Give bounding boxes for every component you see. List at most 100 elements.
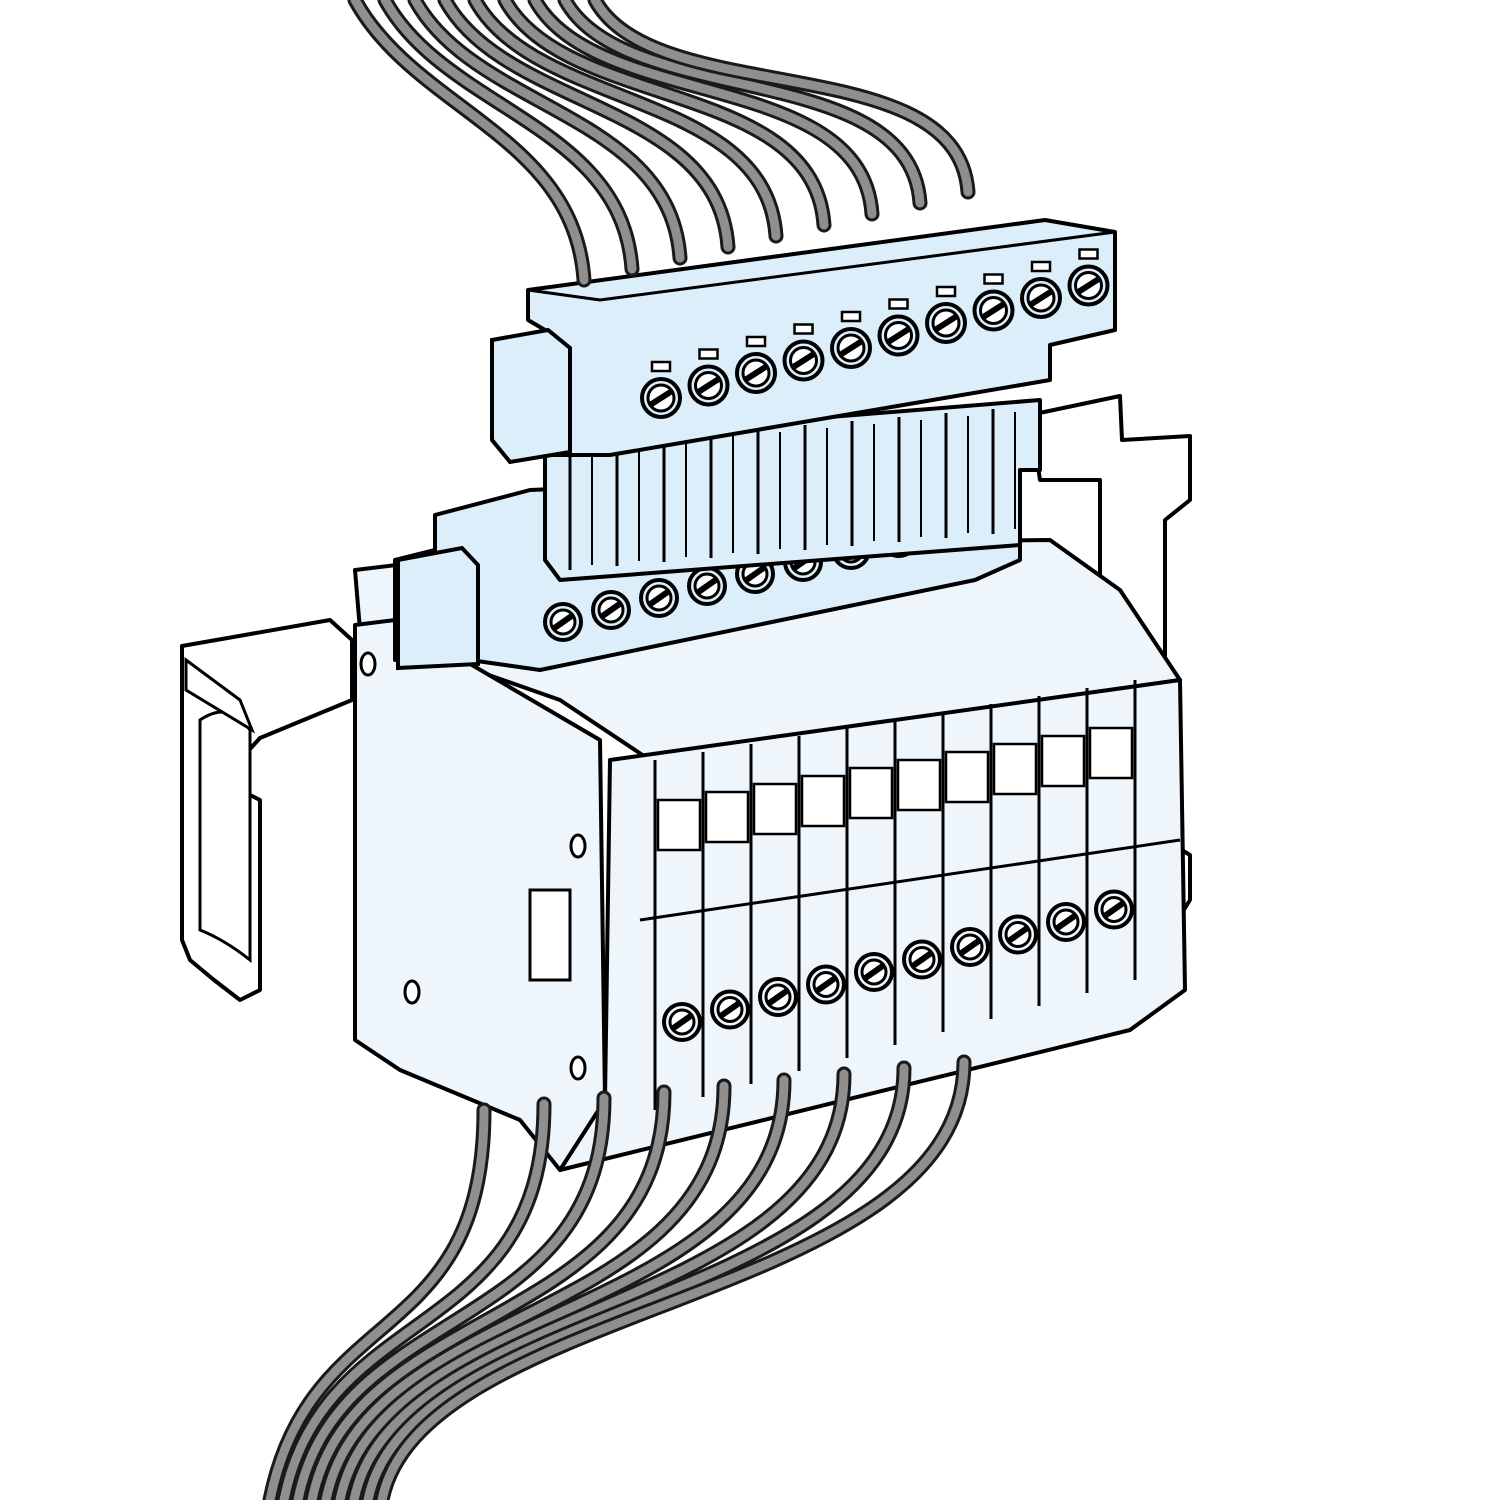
base-marker-window: [896, 758, 942, 812]
base-screw-slot: [670, 1012, 694, 1032]
socket-strip-locking-tab: [396, 545, 480, 671]
plug-screw-slot: [1075, 275, 1102, 296]
pluggable-connector: [490, 218, 1117, 582]
base-marker-window: [800, 774, 846, 828]
base-marker-window: [992, 742, 1038, 796]
base-screw-slot: [862, 962, 886, 982]
base-screw-slot: [718, 1000, 742, 1019]
bottom-wire: [349, 1069, 849, 1500]
top-wire: [590, 0, 973, 197]
top-wire: [560, 0, 925, 208]
mounting-hole: [569, 833, 587, 859]
plug-marker-tab: [935, 285, 957, 298]
base-screw-slot: [1054, 912, 1078, 932]
base-screw: [710, 989, 750, 1030]
base-screw: [950, 927, 990, 967]
base-screw-slot: [1006, 925, 1030, 944]
top-wire: [380, 0, 637, 274]
socket-screw-slot: [551, 612, 575, 632]
top-wire: [410, 0, 685, 263]
socket-screw: [639, 578, 679, 618]
top-wire: [440, 0, 733, 252]
base-marker-window: [656, 798, 702, 852]
plug-screw: [1067, 264, 1110, 307]
plug-screw-slot: [980, 300, 1007, 321]
base-step-edge: [639, 838, 1181, 922]
plug-screw: [640, 377, 682, 419]
socket-screw: [543, 602, 583, 642]
base-screw: [1046, 902, 1086, 942]
base-terminal-block: [353, 538, 1187, 1172]
plug-locking-tab: [490, 327, 572, 465]
mounting-hole: [569, 1055, 587, 1081]
socket-screw-slot: [599, 600, 623, 620]
base-screw: [998, 914, 1038, 955]
socket-screw-slot: [695, 576, 719, 596]
din-rail-left-channel: [198, 710, 252, 964]
base-screw: [854, 952, 894, 992]
base-screw-slot: [910, 950, 934, 969]
base-module-segments: [639, 680, 1181, 1110]
plug-screw-slot: [743, 363, 769, 383]
socket-screw-slot: [743, 564, 767, 584]
plug-screw: [972, 289, 1015, 332]
top-wire: [350, 0, 589, 285]
plug-screw-slot: [790, 350, 817, 371]
base-screw-slot: [958, 937, 982, 957]
base-marker-window: [1040, 734, 1086, 788]
bottom-wire: [293, 1093, 609, 1500]
plug-screw: [782, 339, 825, 382]
base-marker-window: [1088, 726, 1134, 780]
plug-marker-tab: [698, 348, 719, 360]
plug-screw: [877, 314, 920, 357]
plug-screw-slot: [885, 325, 912, 346]
bottom-wire-harness: [262, 1054, 972, 1500]
plug-screw-row: [640, 248, 1110, 419]
plug-screw-slot: [695, 375, 722, 396]
base-mounting-holes: [359, 651, 587, 1081]
socket-screw: [591, 590, 631, 630]
plug-fins: [568, 409, 1016, 570]
plug-screw: [1020, 277, 1062, 319]
din-rail-left-lip: [184, 657, 256, 734]
plug-marker-tab: [888, 298, 909, 310]
base-marker-window: [848, 766, 894, 820]
mounting-hole: [403, 979, 421, 1005]
bottom-wire: [279, 1099, 549, 1500]
bottom-wire: [265, 1105, 489, 1500]
plug-marker-tab: [745, 335, 767, 348]
plug-screw: [735, 352, 777, 394]
plug-marker-tab: [650, 360, 672, 373]
base-screw-slot: [1102, 900, 1126, 919]
plug-marker-tab: [1078, 248, 1099, 260]
base-screw-slot: [814, 975, 838, 994]
plug-screw-slot: [933, 313, 959, 333]
socket-screw: [687, 566, 727, 606]
base-screw: [1094, 889, 1134, 930]
base-marker-window: [704, 790, 750, 844]
plug-marker-tab: [793, 323, 814, 335]
plug-marker-tab: [983, 273, 1004, 285]
plug-top-edge: [527, 230, 1116, 302]
plug-screw: [687, 364, 730, 407]
top-wire: [470, 0, 781, 241]
bottom-wire: [377, 1057, 969, 1500]
plug-screw: [925, 302, 967, 344]
mounting-hole: [359, 651, 377, 677]
base-screw-slot: [766, 987, 790, 1007]
base-marker-window: [752, 782, 798, 836]
plug-screw: [830, 327, 872, 369]
socket-screw-slot: [647, 588, 671, 608]
plug-screw-slot: [838, 338, 864, 358]
base-screw: [806, 964, 846, 1005]
base-screw: [902, 939, 942, 980]
top-wire: [500, 0, 829, 230]
plug-screw-slot: [648, 388, 674, 408]
plug-marker-tab: [840, 310, 862, 323]
top-wire-harness: [347, 0, 976, 288]
plug-screw-slot: [1028, 288, 1054, 308]
base-screw: [662, 1002, 702, 1042]
bottom-wire: [321, 1081, 729, 1500]
